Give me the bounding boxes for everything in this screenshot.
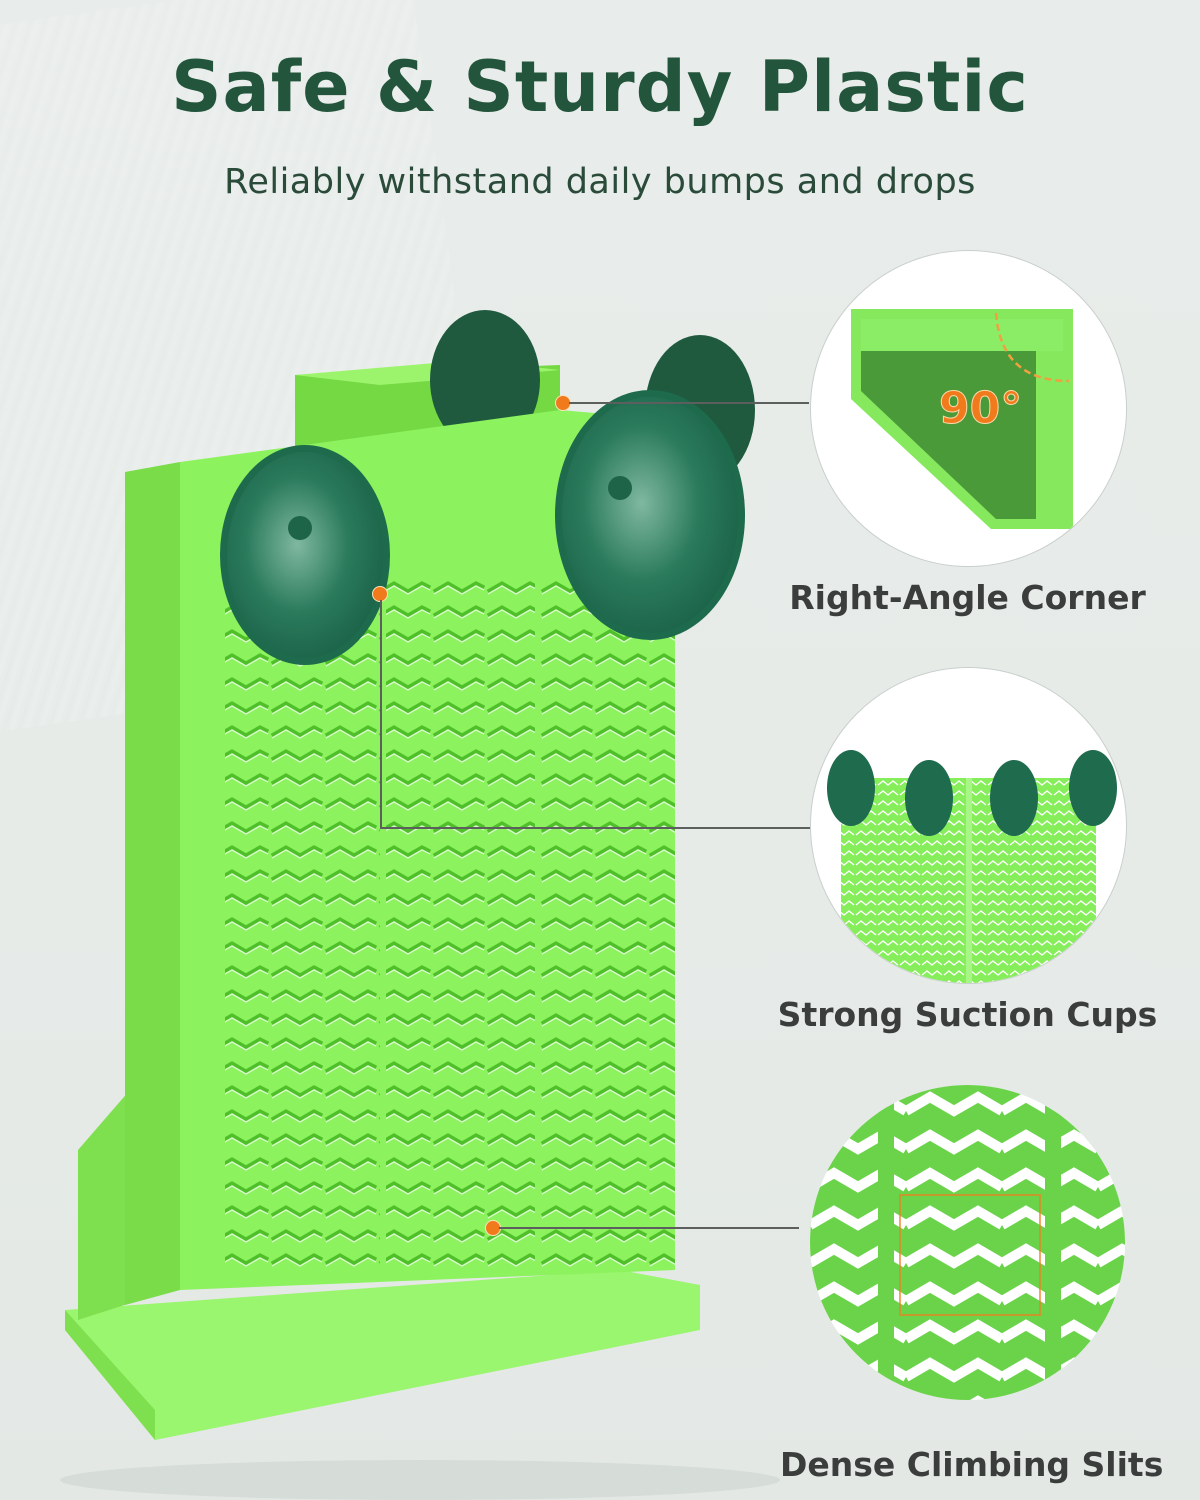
right-angle-corner-icon: 90° bbox=[851, 309, 1073, 529]
feature-label-climbing-slits: Dense Climbing Slits bbox=[780, 1445, 1164, 1484]
feature-label-right-angle-corner: Right-Angle Corner bbox=[789, 578, 1146, 617]
suction-cups-icon bbox=[827, 750, 1117, 983]
svg-text:90°: 90° bbox=[939, 383, 1022, 434]
callout-line-slits bbox=[499, 1227, 799, 1229]
feature-circle-suction-cups bbox=[810, 667, 1127, 984]
page-title: Safe & Sturdy Plastic bbox=[171, 46, 1029, 128]
product-image bbox=[60, 310, 780, 1500]
feature-circle-right-angle-corner: 90° bbox=[810, 250, 1127, 567]
page-subtitle: Reliably withstand daily bumps and drops bbox=[224, 162, 976, 202]
feature-label-suction-cups: Strong Suction Cups bbox=[777, 995, 1158, 1034]
callout-line-corner bbox=[569, 402, 809, 404]
callout-line-suction-vertical bbox=[380, 600, 382, 828]
zigzag-slits-icon bbox=[810, 1085, 1125, 1400]
callout-line-suction-horizontal bbox=[380, 827, 810, 829]
feature-circle-climbing-slits bbox=[810, 1085, 1125, 1400]
